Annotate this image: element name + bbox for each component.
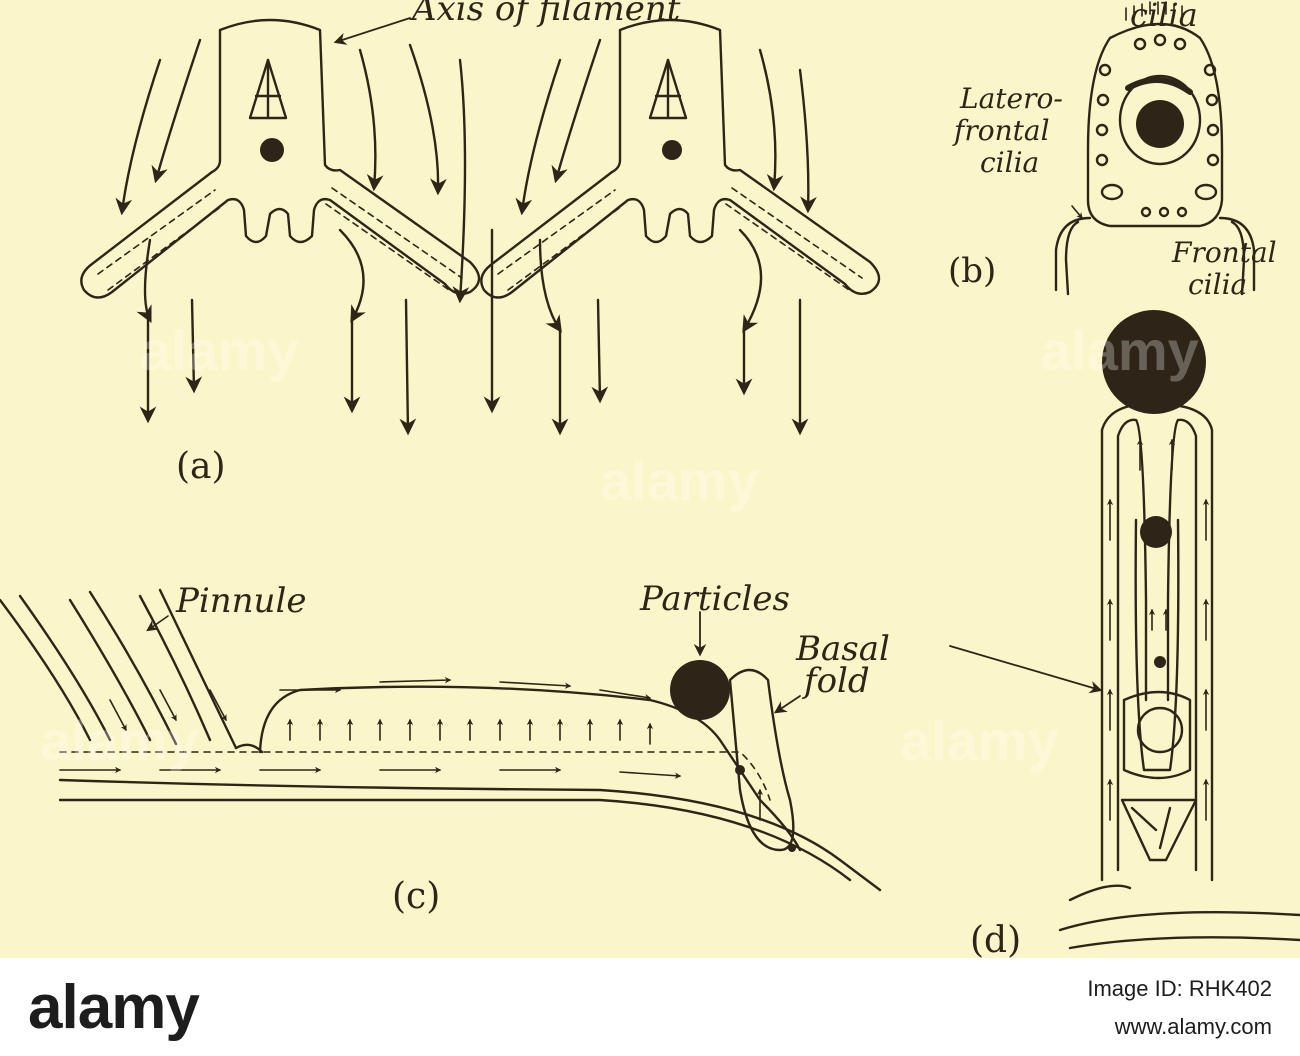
panel-d-ciliary-arrows [1106,438,1210,821]
panel-c-ciliary-arrows [59,676,764,821]
watermark-3: alamy [1040,319,1199,382]
panel-c-lamella [0,588,882,892]
stock-footer: alamy Image ID: RHK402 www.alamy.com [0,958,1300,1056]
panel-label-a: (a) [176,446,226,487]
label-latero-3: cilia [980,146,1039,179]
panel-d-particle-small [1154,656,1166,668]
panel-c-particle [670,660,730,720]
panel-c-small-particle [735,765,745,775]
label-basal-2: fold [801,661,870,701]
watermark-4: alamy [40,709,199,772]
label-cilia-top: cilia [1130,0,1198,34]
label-pinnule: Pinnule [175,581,306,621]
panel-a-left-nucleus [260,138,284,162]
panel-b-latero-pointer [1071,205,1083,219]
label-frontal-2: cilia [1188,268,1247,301]
panel-a-water-flow-arrows [115,38,817,436]
panel-a-right-nucleus [662,140,682,160]
brand-logo: alamy [28,973,200,1042]
panel-a-right-filament [480,18,881,299]
panel-c-pinnule-pointer [146,615,169,632]
label-basal-1: Basal [795,629,890,669]
panel-label-b: (b) [948,251,996,291]
panel-d-particle-large [1102,310,1206,414]
image-id: Image ID: RHK402 [1087,976,1272,1001]
watermark-2: alamy [600,449,759,512]
watermark-1: alamy [140,319,299,382]
panel-c-small-particle-2 [788,844,796,852]
panel-label-c: (c) [392,876,440,917]
panel-b-nucleus [1136,100,1184,148]
panel-d-particle-medium [1140,516,1172,548]
panel-d-basal-pointer [949,645,1103,694]
label-latero-1: Latero- [959,82,1063,115]
watermark-5: alamy [900,709,1059,772]
panel-a-axis-pointer [333,17,411,45]
label-latero-2: frontal [952,114,1050,147]
panel-b-filament-section [1054,1,1256,296]
panel-a-left-filament [80,18,481,299]
site-url: www.alamy.com [1114,1014,1272,1039]
label-particles: Particles [639,579,790,619]
panel-label-d: (d) [970,920,1021,958]
diagram-svg: Axis of filament cilia Latero- frontal c… [0,0,1300,958]
label-frontal-1: Frontal [1171,236,1277,269]
panel-d-filament [1058,402,1300,950]
panel-c-basal-pointer [773,695,801,714]
diagram-figure: Axis of filament cilia Latero- frontal c… [0,0,1300,958]
label-axis-of-filament: Axis of filament [409,0,681,29]
